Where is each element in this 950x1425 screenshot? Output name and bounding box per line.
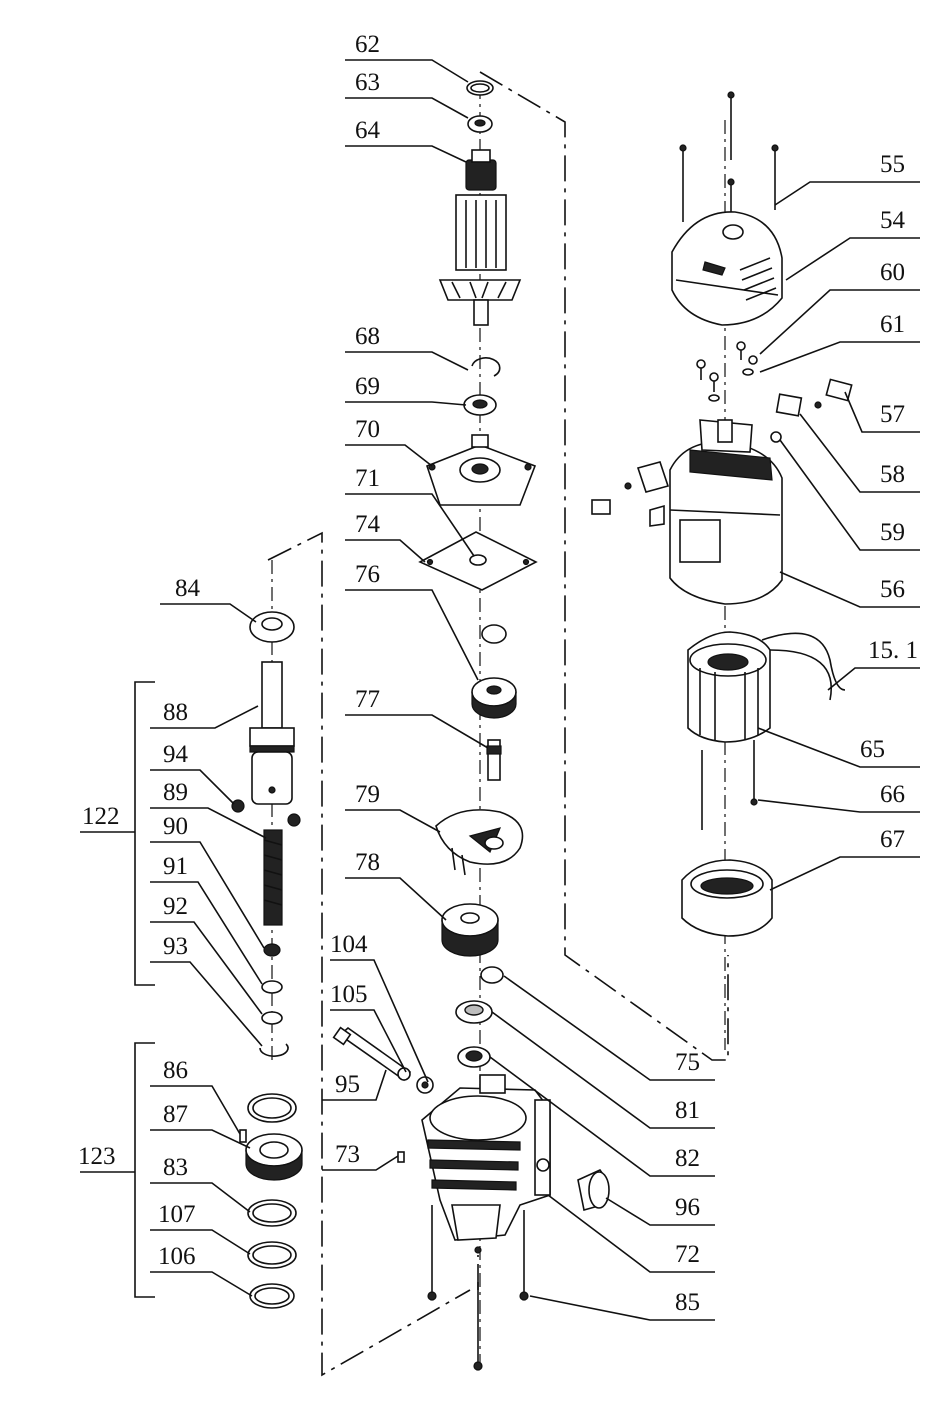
part-123-collar-set <box>240 1094 302 1308</box>
callout-89: 89 <box>163 779 188 806</box>
callout-83: 83 <box>163 1154 188 1181</box>
callout-122: 122 <box>82 803 120 830</box>
part-64-armature <box>440 150 520 325</box>
callout-76: 76 <box>355 561 380 588</box>
part-79-cam-plate <box>436 810 523 875</box>
callout-93: 93 <box>163 933 188 960</box>
part-68-clip <box>472 358 500 376</box>
callout-70: 70 <box>355 416 380 443</box>
part-88-spindle <box>250 662 294 804</box>
part-90-93-ring-stack <box>260 944 288 1056</box>
callout-56: 56 <box>880 576 905 603</box>
callout-107: 107 <box>158 1201 196 1228</box>
part-56-motor-housing <box>670 420 782 604</box>
callout-61: 61 <box>880 311 905 338</box>
callout-96: 96 <box>675 1194 700 1221</box>
part-74-gasket <box>420 532 536 590</box>
part-69-bearing <box>464 395 496 415</box>
part-96-brush-cap <box>578 1170 609 1210</box>
callout-86: 86 <box>163 1057 188 1084</box>
part-70-bearing-plate <box>427 435 535 505</box>
callout-79: 79 <box>355 781 380 808</box>
callout-92: 92 <box>163 893 188 920</box>
part-63-washer <box>468 116 492 132</box>
callout-64: 64 <box>355 117 381 144</box>
callout-105: 105 <box>330 981 368 1008</box>
callout-78: 78 <box>355 849 380 876</box>
part-66-screws <box>702 740 757 830</box>
callout-90: 90 <box>163 813 188 840</box>
callout-73: 73 <box>335 1141 360 1168</box>
callout-68: 68 <box>355 323 380 350</box>
callout-84: 84 <box>175 575 201 602</box>
callout-72: 72 <box>675 1241 700 1268</box>
part-60-61-small-screws <box>697 342 757 401</box>
part-77-pin <box>487 740 501 780</box>
part-82-seal <box>458 1047 490 1067</box>
part-72-gear-housing <box>422 1075 550 1240</box>
callout-66: 66 <box>880 781 905 808</box>
part-81-bearing <box>456 1001 492 1023</box>
callout-65: 65 <box>860 736 885 763</box>
callout-88: 88 <box>163 699 188 726</box>
part-75-washer <box>481 967 503 983</box>
callout-62: 62 <box>355 31 380 58</box>
callout-71: 71 <box>355 465 380 492</box>
callout-85: 85 <box>675 1289 700 1316</box>
callout-81: 81 <box>675 1097 700 1124</box>
part-78-gear <box>442 904 498 956</box>
callout-67: 67 <box>880 826 905 853</box>
callout-77: 77 <box>355 686 380 713</box>
callout-69: 69 <box>355 373 380 400</box>
callout-123: 123 <box>78 1143 116 1170</box>
callout-94: 94 <box>163 741 189 768</box>
part-73-pin <box>398 1152 404 1162</box>
part-65-stator <box>688 632 845 742</box>
callout-63: 63 <box>355 69 380 96</box>
part-67-baffle <box>682 860 772 936</box>
part-76-gear-set <box>472 625 516 718</box>
callout-87: 87 <box>163 1101 188 1128</box>
callout-15-1: 15. 1 <box>868 637 918 664</box>
part-89-spring <box>264 830 282 925</box>
part-62-ring <box>467 81 493 95</box>
callout-95: 95 <box>335 1071 360 1098</box>
part-84-bearing <box>250 612 294 642</box>
callout-104: 104 <box>330 931 368 958</box>
callout-91: 91 <box>163 853 188 880</box>
callout-57: 57 <box>880 401 905 428</box>
callout-58: 58 <box>880 461 905 488</box>
callout-75: 75 <box>675 1049 700 1076</box>
callout-74: 74 <box>355 511 381 538</box>
callout-60: 60 <box>880 259 905 286</box>
callout-106: 106 <box>158 1243 196 1270</box>
callout-55: 55 <box>880 151 905 178</box>
callout-59: 59 <box>880 519 905 546</box>
callout-82: 82 <box>675 1145 700 1172</box>
part-54-end-cap <box>672 212 782 325</box>
callout-54: 54 <box>880 207 906 234</box>
